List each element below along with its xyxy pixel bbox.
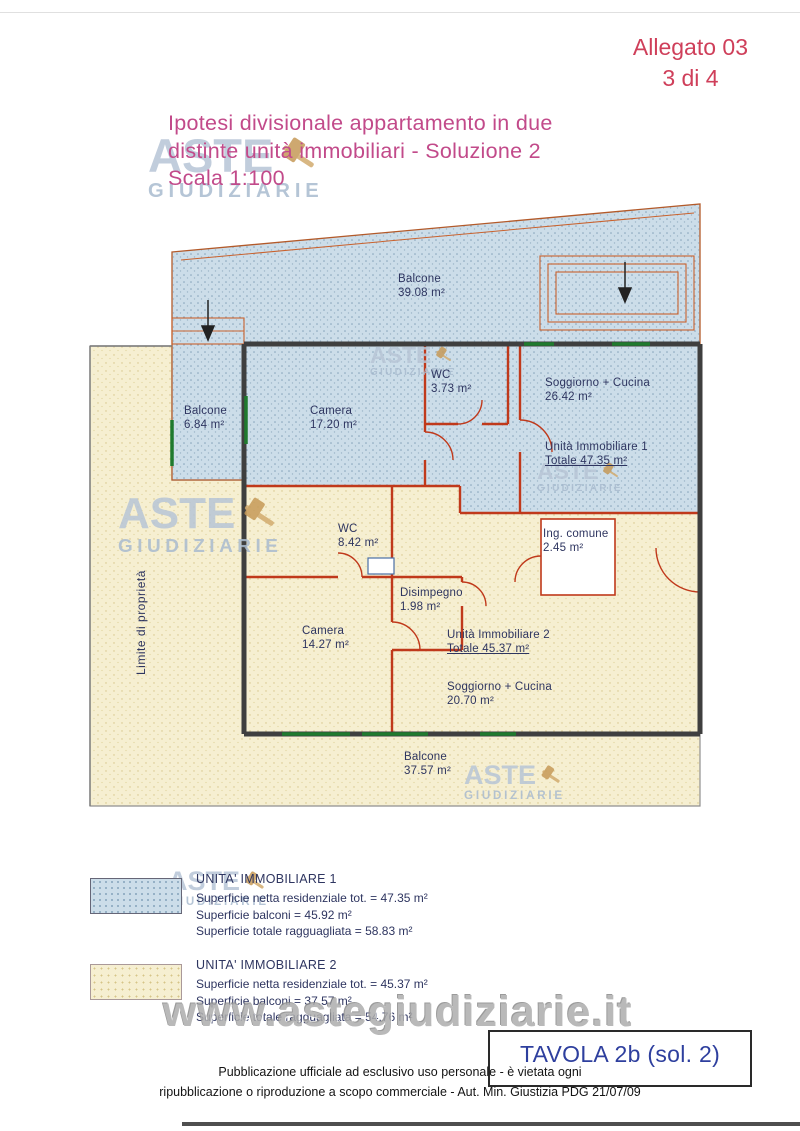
- url-watermark: www.astegiudiziarie.it: [163, 988, 633, 1036]
- room-name: WC: [338, 523, 358, 535]
- room-label-soggiorno-1: Soggiorno + Cucina 26.42 m²: [545, 376, 650, 404]
- giudiziarie-text: GIUDIZIARIE: [464, 788, 565, 802]
- room-label-camera-1: Camera 17.20 m²: [310, 404, 357, 432]
- interior-walls: [246, 344, 700, 734]
- legend-unit2-row2: Superficie balconi = 37.57 m²: [196, 993, 352, 1008]
- aste-text: ASTE: [118, 489, 236, 538]
- legend-unit2-row1: Superficie netta residenziale tot. = 45.…: [196, 977, 428, 991]
- room-label-wc-1: WC 3.73 m²: [431, 368, 471, 396]
- aste-text: ASTE: [148, 129, 274, 182]
- direction-arrow-left: [200, 300, 216, 342]
- room-label-balcone-left: Balcone 6.84 m²: [184, 404, 227, 432]
- room-name: Soggiorno + Cucina: [447, 681, 552, 693]
- room-name: WC: [431, 369, 451, 381]
- legend-swatch-unit2: [90, 964, 182, 1000]
- room-area: 2.45 m²: [543, 542, 584, 554]
- gavel-icon: [434, 346, 454, 364]
- door-arcs: [337, 399, 701, 651]
- windows: [170, 342, 650, 736]
- room-area: 1.98 m²: [400, 601, 441, 613]
- gavel-icon: [539, 765, 562, 787]
- room-label-balcone-top: Balcone 39.08 m²: [398, 272, 445, 300]
- room-label-soggiorno-2: Soggiorno + Cucina 20.70 m²: [447, 680, 552, 708]
- room-name: Soggiorno + Cucina: [545, 377, 650, 389]
- stairs-detail: [171, 255, 695, 345]
- room-name: Camera: [302, 625, 345, 637]
- room-name: Balcone: [398, 273, 441, 285]
- railing-line: [180, 212, 695, 261]
- room-area: 37.57 m²: [404, 765, 451, 777]
- legend-title-unit1: UNITA' IMMOBILIARE 1: [196, 872, 337, 886]
- legend-swatch-unit1: [90, 878, 182, 914]
- room-area: 6.84 m²: [184, 419, 225, 431]
- aste-text: ASTE: [464, 760, 537, 790]
- aste-text: ASTE: [370, 342, 432, 368]
- giudiziarie-text: GIUDIZIARIE: [118, 535, 283, 557]
- title-line2: distinte unità immobiliari - Soluzione 2: [168, 138, 541, 163]
- room-area: Totale 47.35 m²: [545, 455, 628, 467]
- page-number: 3 di 4: [662, 65, 719, 91]
- aste-text: ASTE: [537, 458, 599, 484]
- room-name: Unità Immobiliare 2: [447, 629, 550, 641]
- room-name: Unità Immobiliare 1: [545, 441, 648, 453]
- shaft-box: [367, 557, 395, 575]
- room-area: 8.42 m²: [338, 537, 379, 549]
- legend-unit1-row1: Superficie netta residenziale tot. = 47.…: [196, 891, 428, 905]
- aste-watermark: ASTE GIUDIZIARIE: [537, 460, 623, 494]
- room-area: 3.73 m²: [431, 383, 472, 395]
- room-label-camera-2: Camera 14.27 m²: [302, 624, 349, 652]
- room-area: 14.27 m²: [302, 639, 349, 651]
- room-area: Totale 45.37 m²: [447, 643, 530, 655]
- unit1-total-label: Unità Immobiliare 1 Totale 47.35 m²: [545, 440, 648, 468]
- scan-edge-bottom: [182, 1122, 800, 1126]
- scale-label: Scala 1:100: [168, 166, 285, 190]
- legend-title-unit2: UNITA' IMMOBILIARE 2: [196, 958, 337, 972]
- aste-watermark: ASTE GIUDIZIARIE: [148, 132, 324, 201]
- room-area: 17.20 m²: [310, 419, 357, 431]
- gavel-icon: [241, 496, 278, 531]
- footer: Pubblicazione ufficiale ad esclusivo uso…: [0, 1062, 800, 1102]
- giudiziarie-text: GIUDIZIARIE: [148, 179, 324, 202]
- legend-unit1-row3: Superficie totale ragguagliata = 58.83 m…: [196, 924, 413, 938]
- aste-watermark: ASTE GIUDIZIARIE: [370, 344, 456, 378]
- allegato-label: Allegato 03: [632, 34, 748, 60]
- tavola-box: TAVOLA 2b (sol. 2): [488, 1030, 752, 1087]
- room-name: Camera: [310, 405, 353, 417]
- aste-watermark: ASTE GIUDIZIARIE: [464, 762, 565, 802]
- direction-arrow-right: [617, 262, 633, 304]
- room-area: 20.70 m²: [447, 695, 494, 707]
- room-name: Ing. comune: [543, 528, 609, 540]
- legend-unit2-row3: Superficie totale ragguagliata = 54.76 m…: [196, 1010, 413, 1024]
- room-label-wc-2: WC 8.42 m²: [338, 522, 378, 550]
- document-title: Ipotesi divisionale appartamento in due …: [168, 110, 553, 193]
- tavola-label: TAVOLA 2b (sol. 2): [519, 1041, 721, 1067]
- ing-comune-area: [540, 518, 616, 596]
- limite-di-proprieta-label: Limite di proprietà: [134, 570, 148, 675]
- unit2-total-label: Unità Immobiliare 2 Totale 45.37 m²: [447, 628, 550, 656]
- legend-unit1: UNITA' IMMOBILIARE 1 Superficie netta re…: [196, 872, 428, 940]
- aste-watermark: ASTE GIUDIZIARIE: [118, 492, 282, 556]
- footer-line1: Pubblicazione ufficiale ad esclusivo uso…: [218, 1065, 582, 1079]
- room-name: Balcone: [184, 405, 227, 417]
- room-area: 26.42 m²: [545, 391, 592, 403]
- property-line: [89, 345, 172, 806]
- legend-unit1-row2: Superficie balconi = 45.92 m²: [196, 907, 352, 922]
- unit1-area: [246, 344, 700, 513]
- scan-edge-top: [0, 12, 800, 13]
- title-line1: Ipotesi divisionale appartamento in due: [168, 111, 553, 135]
- room-label-ing-comune: Ing. comune 2.45 m²: [543, 527, 609, 555]
- giudiziarie-text: GIUDIZIARIE: [537, 482, 623, 494]
- allegato-block: Allegato 03 3 di 4: [633, 32, 748, 94]
- giudiziarie-text: GIUDIZIARIE: [370, 366, 456, 378]
- legend-unit2: UNITA' IMMOBILIARE 2 Superficie netta re…: [196, 958, 428, 1026]
- room-label-disimpegno: Disimpegno 1.98 m²: [400, 586, 463, 614]
- giudiziarie-text: GIUDIZIARIE: [168, 894, 269, 908]
- room-area: 39.08 m²: [398, 287, 445, 299]
- footer-line2: ripubblicazione o riproduzione a scopo c…: [159, 1085, 641, 1099]
- room-label-balcone-bottom: Balcone 37.57 m²: [404, 750, 451, 778]
- room-name: Balcone: [404, 751, 447, 763]
- room-name: Disimpegno: [400, 587, 463, 599]
